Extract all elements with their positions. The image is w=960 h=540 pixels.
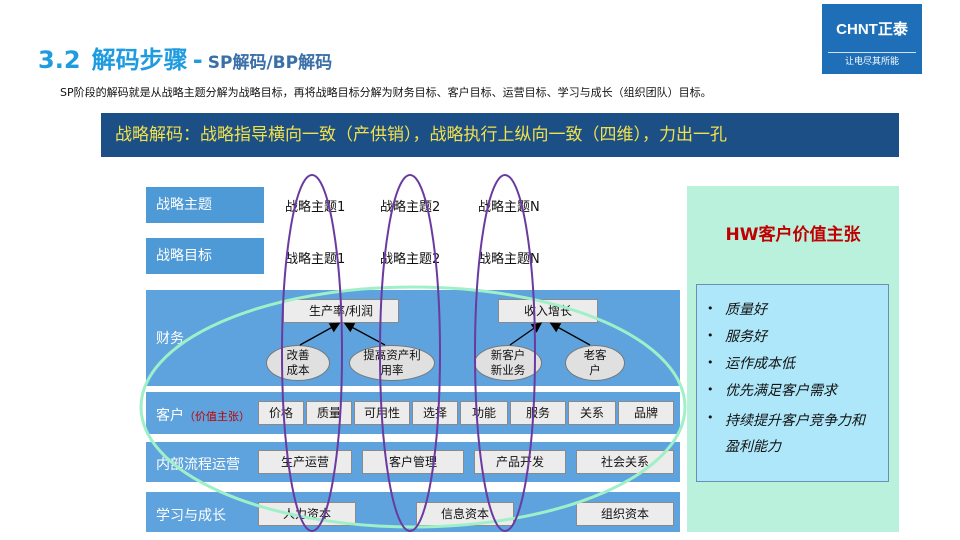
finance-node-asset: 提高资产利用率 xyxy=(349,345,435,381)
level-finance: 财务 xyxy=(156,331,184,347)
hw-list-item: • 服务好 xyxy=(707,328,767,345)
customer-label: 客户 xyxy=(156,408,184,424)
customer-cell-service: 服务 xyxy=(510,401,566,425)
goal-item-2: 战略主题2 xyxy=(380,252,441,267)
process-cell-customer-mgmt: 客户管理 xyxy=(362,450,464,474)
hw-list-item: • 运作成本低 xyxy=(707,355,795,372)
title-dash: - xyxy=(192,46,203,74)
goal-item-1: 战略主题1 xyxy=(285,252,346,267)
finance-node-old-customer: 老客户 xyxy=(565,345,625,381)
vertical-ellipse-1 xyxy=(281,174,343,532)
customer-cell-brand: 品牌 xyxy=(618,401,674,425)
logo-text: CHNT正泰 xyxy=(836,21,908,38)
level-learning: 学习与成长 xyxy=(156,508,226,524)
process-cell-social: 社会关系 xyxy=(576,450,674,474)
arrow-asset xyxy=(343,322,386,346)
customer-note: （价值主张） xyxy=(184,410,250,423)
hw-list-item: • 优先满足客户需求 xyxy=(707,382,837,399)
customer-cell-quality: 质量 xyxy=(306,401,352,425)
level-theme: 战略主题 xyxy=(146,187,264,223)
intro-text: SP阶段的解码就是从战略主题分解为战略目标，再将战略目标分解为财务目标、客户目标… xyxy=(60,86,712,99)
bullet-icon: • xyxy=(707,383,714,396)
bullet-icon: • xyxy=(707,411,714,424)
goal-item-n: 战略主题N xyxy=(478,252,540,267)
process-cell-product-dev: 产品开发 xyxy=(474,450,566,474)
customer-green-ellipse xyxy=(139,285,687,529)
bullet-icon: • xyxy=(707,356,714,369)
bullet-icon: • xyxy=(707,302,714,315)
customer-cell-price: 价格 xyxy=(258,401,304,425)
hw-list-item: • 持续提升客户竞争力和盈利能力 xyxy=(707,403,878,460)
strategy-banner: 战略解码：战略指导横向一致（产供销），战略执行上纵向一致（四维），力出一孔 xyxy=(101,113,899,157)
level-goal: 战略目标 xyxy=(146,238,264,274)
finance-box-revenue: 收入增长 xyxy=(498,299,598,323)
level-process: 内部流程运营 xyxy=(156,457,240,473)
hw-list: • 质量好 • 服务好 • 运作成本低 • 优先满足客户需求 • 持续提升客户竞… xyxy=(696,284,889,482)
learning-cell-org: 组织资本 xyxy=(576,502,674,526)
hw-title: HW客户价值主张 xyxy=(725,225,861,245)
arrow-old-customer xyxy=(549,322,591,346)
vertical-ellipse-2 xyxy=(379,174,441,532)
customer-cell-relation: 关系 xyxy=(568,401,616,425)
title-main: 解码步骤 xyxy=(91,46,188,74)
title-subtitle: SP解码/BP解码 xyxy=(207,53,333,73)
page-title: 3.2 解码步骤 - SP解码/BP解码 xyxy=(38,40,332,75)
customer-cell-function: 功能 xyxy=(460,401,508,425)
level-customer: 客户（价值主张） xyxy=(156,405,250,425)
finance-node-new-customer: 新客户新业务 xyxy=(474,345,542,381)
arrow-cost xyxy=(299,322,341,346)
company-logo: CHNT正泰 让电尽其所能 xyxy=(822,4,922,74)
customer-cell-choice: 选择 xyxy=(412,401,458,425)
vertical-ellipse-n xyxy=(474,174,536,532)
logo-slogan: 让电尽其所能 xyxy=(844,57,899,67)
finance-node-cost: 改善成本 xyxy=(266,345,330,381)
hw-list-item: • 质量好 xyxy=(707,301,767,318)
bullet-icon: • xyxy=(707,329,714,342)
title-number: 3.2 xyxy=(38,46,81,74)
theme-item-n: 战略主题N xyxy=(478,200,540,215)
learning-cell-info: 信息资本 xyxy=(416,502,514,526)
theme-item-2: 战略主题2 xyxy=(380,200,441,215)
